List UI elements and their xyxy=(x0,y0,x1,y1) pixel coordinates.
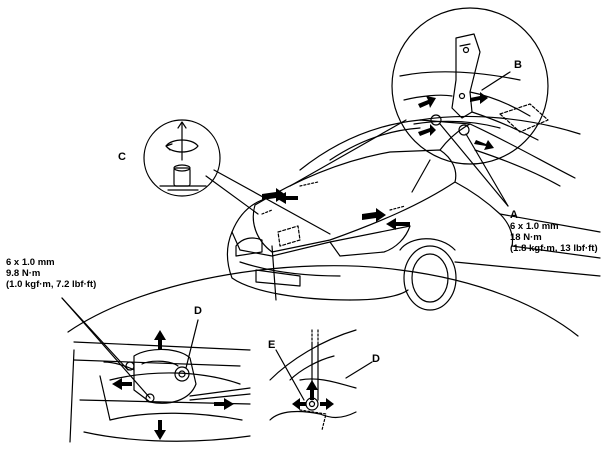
spec-hinge-size: 6 x 1.0 mm xyxy=(510,221,559,232)
detail-hinge-circle xyxy=(391,7,549,165)
detail-latch-left xyxy=(69,330,251,443)
spec-hinge-torque: 18 N·m xyxy=(510,232,542,243)
spec-hinge-torque-alt: (1.8 kgf·m, 13 lbf·ft) xyxy=(510,243,598,254)
detail-lower-arc xyxy=(67,265,579,337)
spec-latch-torque-alt: (1.0 kgf·m, 7.2 lbf·ft) xyxy=(6,279,97,290)
callout-e: E xyxy=(268,339,276,351)
callout-a: A xyxy=(510,209,518,221)
spec-latch-torque: 9.8 N·m xyxy=(6,268,41,279)
callout-b: B xyxy=(514,59,522,71)
spec-latch-size: 6 x 1.0 mm xyxy=(6,257,55,268)
detail-striker-right xyxy=(269,329,357,431)
callout-c: C xyxy=(118,151,126,163)
adjust-arrows-car xyxy=(262,188,410,230)
callout-d-striker: D xyxy=(372,353,380,365)
detail-c-bumper-circle xyxy=(143,119,221,197)
car-illustration xyxy=(226,115,601,311)
callout-d-latch: D xyxy=(194,305,202,317)
